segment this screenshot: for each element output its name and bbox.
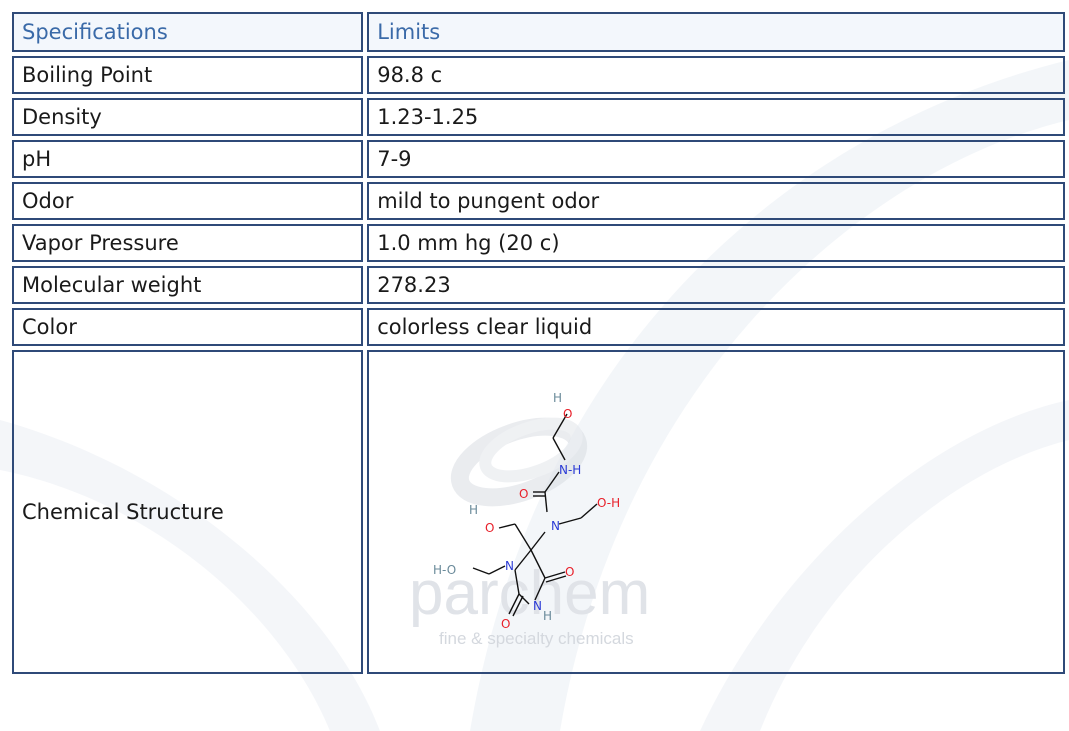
atom-o: O	[501, 617, 510, 631]
atom-h: H	[553, 391, 562, 405]
parchem-logo-watermark	[451, 417, 588, 507]
atom-h: H	[543, 609, 552, 623]
spec-limit-cell: 1.23-1.25	[367, 98, 1065, 136]
spec-name-cell: Vapor Pressure	[12, 224, 364, 262]
spec-name-cell: Density	[12, 98, 364, 136]
spec-name-cell: Molecular weight	[12, 266, 364, 304]
spec-limit-cell: mild to pungent odor	[367, 182, 1065, 220]
spec-name-cell: pH	[12, 140, 364, 178]
atom-o: O	[565, 565, 574, 579]
chemical-structure-cell: parchem fine & specialty chemicals	[367, 350, 1065, 674]
table-row: Molecular weight 278.23	[12, 266, 1065, 304]
spec-limit-cell: 98.8 c	[367, 56, 1065, 94]
structure-row: Chemical Structure parchem fine & specia…	[12, 350, 1065, 674]
atom-o: O	[485, 521, 494, 535]
spec-name-cell: Boiling Point	[12, 56, 364, 94]
atom-o: O	[563, 407, 572, 421]
table-row: Boiling Point 98.8 c	[12, 56, 1065, 94]
specifications-table: Specifications Limits Boiling Point 98.8…	[8, 8, 1069, 678]
atom-n: N	[533, 599, 542, 613]
spec-limit-cell: 7-9	[367, 140, 1065, 178]
atom-n: N	[551, 519, 560, 533]
molecule-atoms: H O N-H O N O-H H O N O H-O N H	[433, 391, 620, 631]
atom-ho: H-O	[433, 563, 456, 577]
specifications-header: Specifications	[12, 12, 364, 52]
spec-name-cell: Odor	[12, 182, 364, 220]
spec-limit-cell: colorless clear liquid	[367, 308, 1065, 346]
chemical-structure-image: parchem fine & specialty chemicals	[409, 391, 650, 648]
atom-oh: O-H	[597, 496, 620, 510]
table-row: Color colorless clear liquid	[12, 308, 1065, 346]
structure-image-wrap: parchem fine & specialty chemicals	[369, 352, 1049, 672]
atom-n: N	[505, 559, 514, 573]
chemical-structure-label: Chemical Structure	[12, 350, 364, 674]
table-row: Vapor Pressure 1.0 mm hg (20 c)	[12, 224, 1065, 262]
spec-name-cell: Color	[12, 308, 364, 346]
table-row: Density 1.23-1.25	[12, 98, 1065, 136]
table-row: Odor mild to pungent odor	[12, 182, 1065, 220]
atom-h: H	[469, 503, 478, 517]
limits-header: Limits	[367, 12, 1065, 52]
table-row: pH 7-9	[12, 140, 1065, 178]
table-header-row: Specifications Limits	[12, 12, 1065, 52]
watermark-brand: parchem	[409, 559, 650, 628]
atom-o: O	[519, 487, 528, 501]
spec-limit-cell: 278.23	[367, 266, 1065, 304]
atom-nh: N-H	[559, 463, 581, 477]
spec-limit-cell: 1.0 mm hg (20 c)	[367, 224, 1065, 262]
molecule-bonds	[472, 413, 598, 617]
watermark-tagline: fine & specialty chemicals	[439, 629, 634, 648]
